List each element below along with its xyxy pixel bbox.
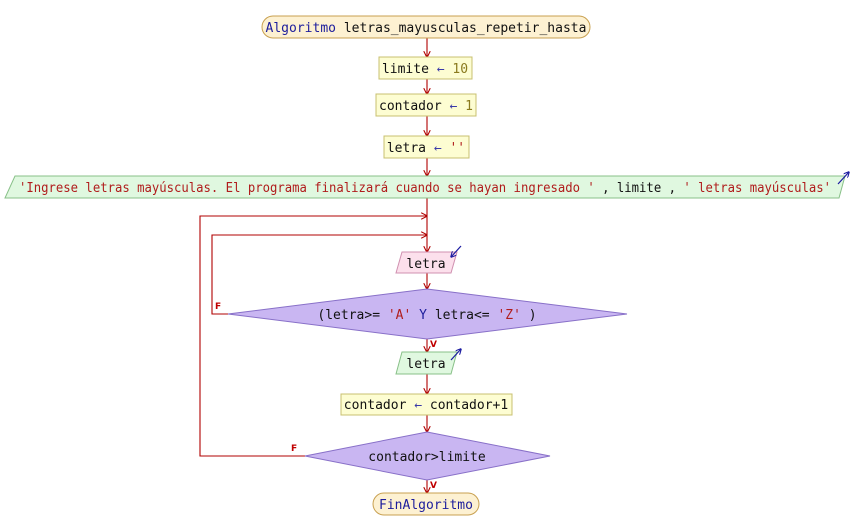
end-keyword: FinAlgoritmo xyxy=(379,498,473,513)
decision-limit-text: contador>limite xyxy=(368,450,486,465)
output-message-var: limite xyxy=(617,181,661,196)
end-terminal: FinAlgoritmo xyxy=(372,492,480,516)
start-terminal: Algoritmo letras_mayusculas_repetir_hast… xyxy=(261,15,591,39)
output-message-box: 'Ingrese letras mayúsculas. El programa … xyxy=(4,172,849,199)
svg-text:(letra>= 'A': (letra>= 'A' Y letra<= 'Z' ) xyxy=(317,308,536,323)
assign-contador-var: contador xyxy=(379,99,442,114)
decision-uppercase-part-3: ) xyxy=(529,308,537,323)
output-message-sep-1: , xyxy=(602,181,609,196)
decision-uppercase: (letra>= 'A' Y letra<= 'Z' ) F V xyxy=(215,288,628,350)
algorithm-name: letras_mayusculas_repetir_hasta xyxy=(344,21,587,36)
assign-letra-value: '' xyxy=(449,141,465,156)
output-letra-arrow-icon xyxy=(450,349,461,361)
decision-uppercase-string-z: 'Z' xyxy=(497,308,520,323)
start-keyword: Algoritmo xyxy=(266,21,336,36)
decision-uppercase-part-2: letra<= xyxy=(435,308,490,323)
assign-letra-arrow: ← xyxy=(434,141,442,156)
output-arrow-icon xyxy=(837,172,849,185)
svg-text:letra ← '': letra ← '' xyxy=(387,141,465,156)
svg-text:contador ← contado: contador ← contador+1 xyxy=(344,398,508,413)
decision-limit-true-label: V xyxy=(430,481,437,491)
increment-contador-box: contador ← contador+1 xyxy=(340,393,513,416)
output-message-string-1: 'Ingrese letras mayúsculas. El programa … xyxy=(19,181,595,196)
output-message-sep-2: , xyxy=(669,181,676,196)
assign-contador-value: 1 xyxy=(465,99,473,114)
increment-arrow: ← xyxy=(414,398,422,413)
decision-uppercase-part-1: (letra>= xyxy=(317,308,380,323)
input-letra-box: letra xyxy=(395,245,462,274)
increment-expr: contador+1 xyxy=(430,398,508,413)
assign-letra-var: letra xyxy=(387,141,426,156)
input-letra-text: letra xyxy=(406,257,445,272)
assign-letra-box: letra ← '' xyxy=(383,135,470,159)
assign-limite-value: 10 xyxy=(452,62,468,77)
svg-text:contador ← 1: contador ← 1 xyxy=(379,99,473,114)
connector-outer-loop-false xyxy=(199,216,427,457)
assign-limite-arrow: ← xyxy=(437,62,445,77)
svg-text:limite ← 10: limite ← 10 xyxy=(382,62,468,77)
connector-inner-loop-false xyxy=(211,235,427,315)
decision-uppercase-true-label: V xyxy=(430,340,437,350)
decision-limit-false-label: F xyxy=(291,444,297,454)
decision-uppercase-string-a: 'A' xyxy=(388,308,411,323)
input-arrow-icon xyxy=(451,245,462,257)
svg-text:'Ingrese letras mayúsculas. El: 'Ingrese letras mayúsculas. El programa … xyxy=(19,181,831,196)
assign-contador-arrow: ← xyxy=(449,99,457,114)
increment-var: contador xyxy=(344,398,407,413)
decision-uppercase-false-label: F xyxy=(215,302,221,312)
flow-connectors xyxy=(199,38,427,493)
assign-limite-var: limite xyxy=(382,62,429,77)
assign-limite-box: limite ← 10 xyxy=(378,56,473,80)
svg-text:Algoritmo letras: Algoritmo letras_mayusculas_repetir_hast… xyxy=(266,21,587,36)
decision-uppercase-and-keyword: Y xyxy=(419,308,427,323)
decision-limit: contador>limite F V xyxy=(291,431,551,491)
assign-contador-box: contador ← 1 xyxy=(375,93,477,117)
output-message-string-2: ' letras mayúsculas' xyxy=(683,181,831,196)
output-letra-text: letra xyxy=(406,357,445,372)
output-letra-box: letra xyxy=(395,349,461,375)
